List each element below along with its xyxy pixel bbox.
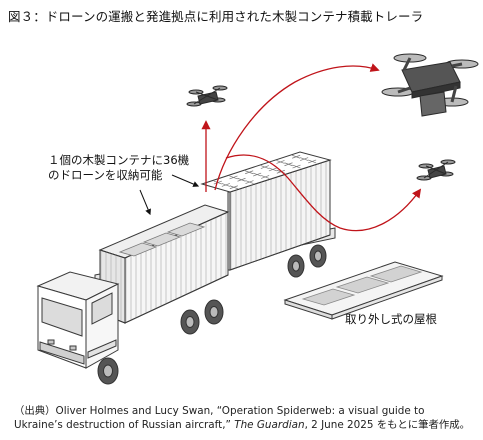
stored-drone-mark xyxy=(253,172,262,177)
stored-drone-mark xyxy=(229,185,238,190)
source-prefix: （出典）Oliver Holmes and Lucy Swan, “Operat… xyxy=(14,405,425,431)
drone-small-top xyxy=(186,85,228,107)
stored-drone-mark xyxy=(308,159,317,164)
flight-paths xyxy=(201,63,422,232)
stored-drone-mark xyxy=(221,183,230,187)
stored-drone-mark xyxy=(292,164,301,169)
stored-drones-grid xyxy=(213,154,317,190)
roof-panels-on-container xyxy=(118,222,206,257)
front-container xyxy=(98,204,230,324)
stored-drone-mark xyxy=(261,175,270,179)
source-publication: The Guardian xyxy=(234,419,305,431)
stored-drone-mark xyxy=(245,170,254,175)
stored-drone-mark xyxy=(237,177,246,182)
drone-large xyxy=(381,53,479,117)
stored-drone-mark xyxy=(300,157,309,161)
container-capacity-label-line2: のドローンを収納可能 xyxy=(48,168,163,182)
label-pointers xyxy=(139,174,200,216)
stored-drone-mark xyxy=(229,175,238,180)
removable-roof xyxy=(283,261,444,320)
stored-drone-mark xyxy=(292,154,301,159)
stored-drone-mark xyxy=(276,169,285,174)
wheels xyxy=(97,244,327,385)
drone-small-right xyxy=(416,159,456,181)
flight-path-low xyxy=(225,154,422,232)
pointer-to-front-container xyxy=(139,189,151,216)
source-suffix: , 2 June 2025 をもとに筆者作成。 xyxy=(304,419,471,431)
figure-title: 図３：ドローンの運搬と発進拠点に利用された木製コンテナ積載トレーラ xyxy=(8,9,424,24)
source-citation: （出典）Oliver Holmes and Lucy Swan, “Operat… xyxy=(14,404,476,432)
stored-drone-mark xyxy=(268,167,277,172)
stored-drone-mark xyxy=(284,162,293,167)
pointer-to-open-container xyxy=(171,174,200,187)
stored-drone-mark xyxy=(260,165,269,169)
container-capacity-label-line1: １個の木製コンテナに36機 xyxy=(48,153,190,167)
truck-cab xyxy=(36,271,120,369)
flight-path-curve-right xyxy=(214,63,380,191)
removable-roof-label: 取り外し式の屋根 xyxy=(345,312,437,326)
stored-drone-mark xyxy=(276,160,285,164)
stored-drone-mark xyxy=(213,180,222,185)
stored-drone-mark xyxy=(245,180,254,184)
